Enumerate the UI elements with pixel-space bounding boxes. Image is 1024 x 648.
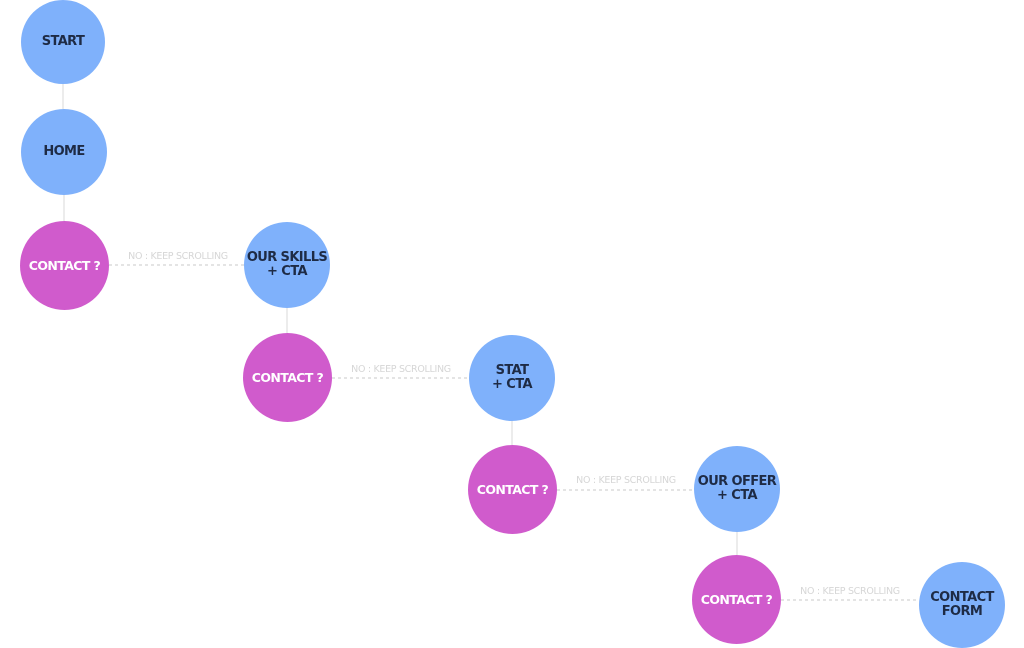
node-our-skills-cta: OUR SKILLS + CTA — [244, 222, 330, 308]
node-start-label: START — [41, 33, 85, 49]
node-contact-decision-3: CONTACT ? — [468, 445, 557, 534]
node-home: HOME — [21, 109, 107, 195]
node-stat-cta-label: STAT + CTA — [492, 362, 532, 392]
edge-label-contact2-no: NO : KEEP SCROLLING — [351, 364, 451, 375]
node-start: START — [21, 0, 105, 84]
node-contact-decision-1: CONTACT ? — [20, 221, 109, 310]
node-contact-decision-2-label: CONTACT ? — [251, 369, 324, 385]
node-contact-decision-4-label: CONTACT ? — [700, 591, 773, 607]
node-contact-form: CONTACT FORM — [919, 562, 1005, 648]
node-our-skills-cta-label: OUR SKILLS + CTA — [246, 249, 328, 279]
node-stat-cta: STAT + CTA — [469, 335, 555, 421]
node-contact-decision-1-label: CONTACT ? — [28, 257, 101, 273]
edge-label-contact4-no: NO : KEEP SCROLLING — [800, 586, 900, 597]
edge-label-contact1-no: NO : KEEP SCROLLING — [128, 251, 228, 262]
node-contact-form-label: CONTACT FORM — [930, 589, 994, 619]
node-home-label: HOME — [43, 143, 85, 159]
edge-label-contact3-no: NO : KEEP SCROLLING — [576, 475, 676, 486]
node-contact-decision-4: CONTACT ? — [692, 555, 781, 644]
node-our-offer-cta: OUR OFFER + CTA — [694, 446, 780, 532]
node-our-offer-cta-label: OUR OFFER + CTA — [697, 473, 777, 503]
node-contact-decision-2: CONTACT ? — [243, 333, 332, 422]
node-contact-decision-3-label: CONTACT ? — [476, 481, 549, 497]
